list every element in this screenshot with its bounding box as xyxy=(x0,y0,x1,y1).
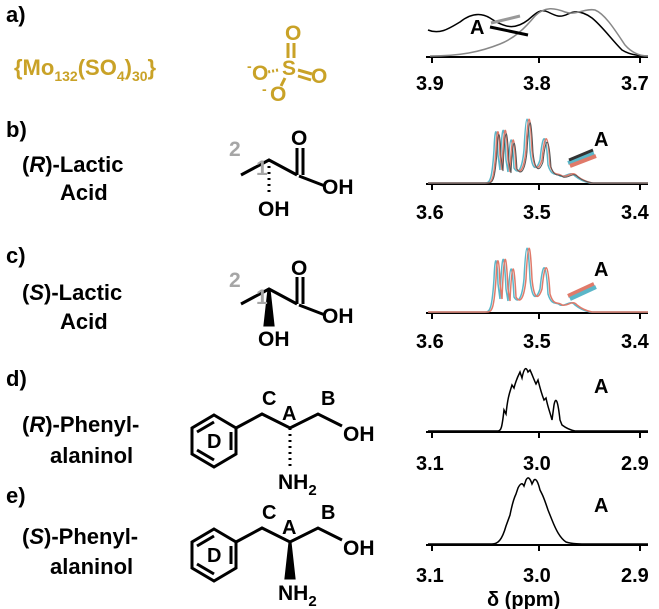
panel-e: e) (S)-Phenyl- alaninol D C A B OH NH2 A… xyxy=(6,477,649,609)
carbon-c-d: C xyxy=(262,388,276,410)
compound-e-name: (S)-Phenyl- xyxy=(22,524,138,549)
tick-c-2: 3.4 xyxy=(621,331,650,353)
compound-c-name-line2: Acid xyxy=(60,309,108,334)
tick-d-1: 3.0 xyxy=(523,453,551,475)
spectrum-c-red xyxy=(428,247,648,313)
oxygen-b: O xyxy=(291,127,307,150)
carbon-1-b: 1 xyxy=(256,157,268,180)
spectrum-c-cyan xyxy=(428,247,648,313)
panel-e-label: e) xyxy=(6,483,26,508)
spectrum-d-black xyxy=(428,367,648,432)
ring-label-e: D xyxy=(207,545,221,567)
panel-b-label: b) xyxy=(6,117,27,142)
tick-c-1: 3.5 xyxy=(523,331,551,353)
compound-d-name: (R)-Phenyl- xyxy=(22,412,139,437)
compound-e-name-line2: alaninol xyxy=(50,554,133,579)
peak-a-label: A xyxy=(470,17,484,39)
carbon-2-b: 2 xyxy=(229,138,241,161)
peak-a-pointer-black xyxy=(489,25,529,37)
compound-b-name-line2: Acid xyxy=(60,180,108,205)
spectrum-a-black xyxy=(427,9,649,57)
carbon-a-e: A xyxy=(282,517,296,539)
hydroxyl-d: OH xyxy=(343,423,375,446)
lactic-acid-s-structure xyxy=(240,277,326,327)
carbon-a-d: A xyxy=(282,403,296,425)
svg-text:O: O xyxy=(311,65,327,88)
amine-d: NH2 xyxy=(278,471,317,499)
carbon-2-c: 2 xyxy=(229,269,241,292)
spectrum-c: A 3.6 3.5 3.4 xyxy=(416,247,650,353)
panel-b: b) (R)-Lactic Acid 2 1 O OH OH A xyxy=(6,117,650,224)
tick-a-1: 3.8 xyxy=(523,73,551,95)
peak-c-label: A xyxy=(594,259,608,281)
peak-b-label: A xyxy=(594,129,608,151)
panel-d-label: d) xyxy=(6,366,27,391)
tick-b-2: 3.4 xyxy=(621,202,650,224)
spectrum-b-black xyxy=(428,122,648,184)
panel-c: c) (S)-Lactic Acid 2 1 O OH OH A 3.6 xyxy=(6,243,650,353)
hydroxyl-c: OH xyxy=(322,305,354,328)
ring-label-d: D xyxy=(207,431,221,453)
tick-a-0: 3.9 xyxy=(416,73,444,95)
hydroxyl-b: OH xyxy=(322,176,354,199)
sulfate-structure: O S O O O - - xyxy=(247,22,327,106)
svg-text:O: O xyxy=(252,62,268,85)
carbon-b-e: B xyxy=(321,502,335,524)
compound-b-name: (R)-Lactic xyxy=(22,152,123,177)
svg-text:S: S xyxy=(282,57,296,80)
tick-a-2: 3.7 xyxy=(621,73,649,95)
carbon-b-d: B xyxy=(321,388,335,410)
spectrum-d: A 3.1 3.0 2.9 xyxy=(416,367,649,475)
oxygen-c: O xyxy=(291,257,307,280)
tick-e-2: 2.9 xyxy=(621,565,649,587)
svg-text:O: O xyxy=(270,83,286,106)
lactic-acid-r-structure xyxy=(240,148,326,196)
tick-d-0: 3.1 xyxy=(416,453,444,475)
panel-c-label: c) xyxy=(6,243,26,268)
compound-c-name: (S)-Lactic xyxy=(22,280,122,305)
spectrum-b-cyan xyxy=(428,118,648,184)
phenylalaninol-r-structure xyxy=(190,412,343,469)
spectrum-e: A 3.1 3.0 2.9 δ (ppm) xyxy=(416,477,649,609)
spectrum-a-gray xyxy=(429,8,649,57)
svg-text:O: O xyxy=(285,22,301,45)
tick-b-0: 3.6 xyxy=(416,202,444,224)
spectrum-b: A 3.6 3.5 3.4 xyxy=(416,118,650,224)
svg-text:-: - xyxy=(247,58,252,74)
amine-e: NH2 xyxy=(278,582,317,609)
tick-b-1: 3.5 xyxy=(523,202,551,224)
peak-a-pointer-gray xyxy=(490,14,521,25)
polyoxometalate-formula: {Mo132(SO4)30} xyxy=(14,55,157,84)
x-axis-label: δ (ppm) xyxy=(487,589,560,609)
tick-d-2: 2.9 xyxy=(621,453,649,475)
tick-c-0: 3.6 xyxy=(416,331,444,353)
spectrum-e-black xyxy=(428,477,648,545)
carbon-1-c: 1 xyxy=(256,286,268,309)
hydroxyl-e: OH xyxy=(343,537,375,560)
tick-e-1: 3.0 xyxy=(523,565,551,587)
spectrum-b-red xyxy=(428,118,648,184)
phenylalaninol-s-structure xyxy=(190,526,343,583)
panel-a: a) {Mo132(SO4)30} O S O O O - - xyxy=(6,2,649,106)
peak-d-label: A xyxy=(594,376,608,398)
panel-a-label: a) xyxy=(6,2,26,27)
tick-e-0: 3.1 xyxy=(416,565,444,587)
spectrum-a: A 3.9 3.8 3.7 xyxy=(416,8,649,95)
peak-e-label: A xyxy=(594,495,608,517)
hydroxyl-alpha-c: OH xyxy=(258,328,290,351)
svg-text:-: - xyxy=(262,81,267,97)
hydroxyl-alpha-b: OH xyxy=(258,198,290,221)
carbon-c-e: C xyxy=(262,502,276,524)
compound-d-name-line2: alaninol xyxy=(50,443,133,468)
panel-d: d) (R)-Phenyl- alaninol D C A B OH NH2 A… xyxy=(6,366,649,499)
